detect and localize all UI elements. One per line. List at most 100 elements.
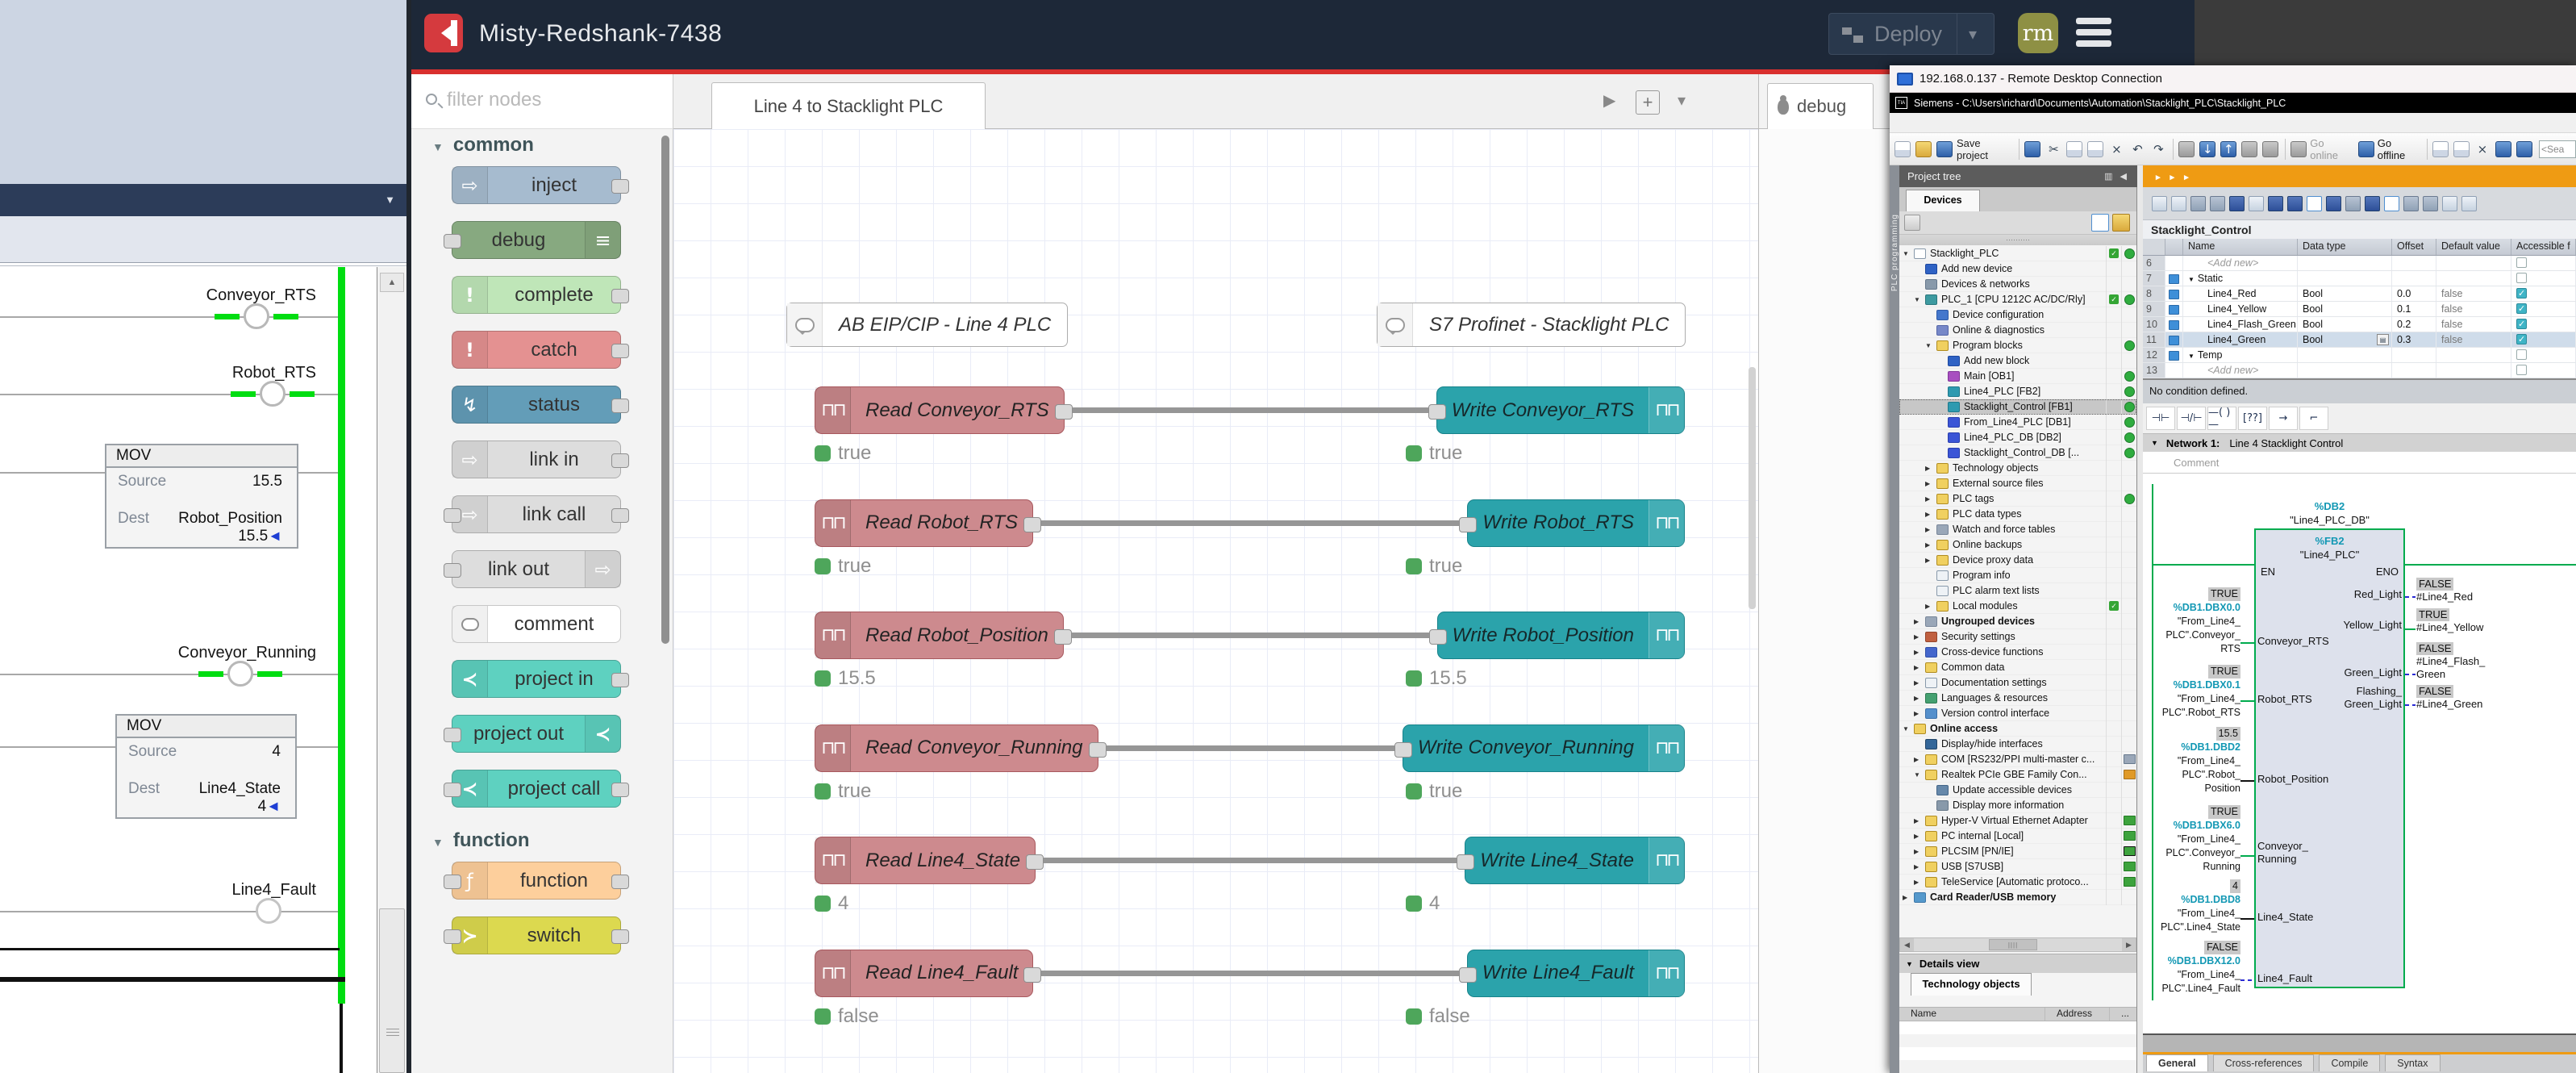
project-search-input[interactable] (2539, 140, 2576, 158)
tree-item-label[interactable]: Online access (1930, 723, 2106, 734)
tag-data-type[interactable]: ▤ (2298, 363, 2392, 378)
open-branch-icon[interactable]: → (2269, 407, 2298, 430)
tree-item-label[interactable]: Realtek PCIe GBE Family Con... (1941, 769, 2106, 780)
expander-icon[interactable]: ▶ (1914, 649, 1925, 656)
tab-technology-objects[interactable]: Technology objects (1911, 973, 2032, 996)
tag-default-value[interactable] (2436, 348, 2511, 362)
rdp-title-bar[interactable]: 192.168.0.137 - Remote Desktop Connectio… (1890, 65, 2576, 93)
update-icon[interactable] (2442, 196, 2457, 211)
tag-default-value[interactable]: false (2436, 317, 2511, 332)
search-placeholder[interactable]: filter nodes (447, 89, 541, 111)
table-row[interactable]: 11 Line4_Green Bool▤ 0.3 false (2143, 332, 2576, 348)
mov-instruction-line4-state[interactable]: MOV Source4 DestLine4_State 4◄ (115, 714, 297, 819)
expand-all-icon[interactable] (2249, 196, 2264, 211)
tree-row[interactable]: Stacklight_Control_DB [... (1899, 445, 2136, 461)
go-offline-label[interactable]: Go offline (2378, 137, 2420, 161)
user-avatar[interactable]: rm (2018, 13, 2058, 53)
read-node[interactable]: Read Conveyor_Running (815, 724, 1098, 772)
no-contact-icon[interactable]: ⊣⊢ (2146, 407, 2175, 430)
inspector-tab[interactable]: General (2146, 1054, 2208, 1071)
expander-icon[interactable]: ▶ (1925, 603, 1936, 610)
tag-accessible-checkbox[interactable] (2511, 332, 2576, 347)
tree-row[interactable]: Program info (1899, 568, 2136, 583)
palette-node[interactable]: switch (452, 916, 621, 954)
instance-db-name[interactable]: "Line4_PLC_DB" (2254, 514, 2405, 526)
chevron-down-icon[interactable]: ▼ (385, 194, 395, 206)
tree-item-label[interactable]: Watch and force tables (1953, 524, 2106, 535)
tree-item-label[interactable]: Program blocks (1953, 340, 2106, 351)
table-row[interactable]: 10 Line4_Flash_Green Bool▤ 0.2 false (2143, 317, 2576, 332)
palette-node[interactable]: link call (452, 495, 621, 533)
output-operand[interactable]: TRUE#Line4_Yellow (2416, 608, 2521, 634)
read-node[interactable]: Read Robot_Position (815, 612, 1064, 659)
tag-offset[interactable] (2392, 256, 2436, 270)
close-branch-icon[interactable]: ⌐ (2299, 407, 2328, 430)
canvas-scrollbar-thumb[interactable] (1749, 367, 1756, 609)
tree-item-label[interactable]: Device configuration (1953, 309, 2106, 320)
flow-canvas[interactable]: AB EIP/CIP - Line 4 PLC S7 Profinet - St… (673, 129, 1758, 1073)
tree-row[interactable]: Device configuration (1899, 307, 2136, 323)
copy-icon[interactable] (2066, 141, 2082, 157)
add-flow-button[interactable]: + (1636, 90, 1660, 115)
tree-row[interactable]: From_Line4_PLC [DB1] (1899, 415, 2136, 430)
tree-row[interactable]: ▶ Version control interface (1899, 706, 2136, 721)
tree-row[interactable]: ▶ Hyper-V Virtual Ethernet Adapter (1899, 813, 2136, 829)
tree-row[interactable]: ▶ Online backups (1899, 537, 2136, 553)
tag-name[interactable]: ▼Temp (2183, 348, 2298, 362)
expander-icon[interactable]: ▶ (1914, 664, 1925, 671)
expander-icon[interactable]: ▶ (1914, 618, 1925, 625)
expander-icon[interactable]: ▶ (1925, 557, 1936, 564)
tree-row[interactable]: ▶ Languages & resources (1899, 691, 2136, 706)
tree-row[interactable]: ▼ PLC_1 [CPU 1212C AC/DC/Rly] (1899, 292, 2136, 307)
expander-icon[interactable]: ▶ (1925, 541, 1936, 549)
expander-icon[interactable]: ▼ (1903, 725, 1914, 733)
snapshot-icon[interactable] (2210, 196, 2225, 211)
network-title[interactable]: Line 4 Stacklight Control (2229, 437, 2343, 449)
tree-hscrollbar[interactable]: ◀||||▶ (1899, 937, 2136, 952)
tab-devices[interactable]: Devices (1906, 190, 1980, 211)
tree-row[interactable]: ▼ Online access (1899, 721, 2136, 737)
tree-row[interactable]: ▶ Local modules (1899, 599, 2136, 614)
comment-node[interactable]: S7 Profinet - Stacklight PLC (1377, 303, 1686, 347)
tag-name[interactable]: Line4_Green (2183, 332, 2298, 347)
tree-row[interactable]: Add new block (1899, 353, 2136, 369)
tree-item-label[interactable]: USB [S7USB] (1941, 861, 2106, 872)
tag-accessible-checkbox[interactable] (2511, 363, 2576, 378)
expander-icon[interactable]: ▶ (1903, 894, 1914, 901)
tree-item-label[interactable]: PLC_1 [CPU 1212C AC/DC/Rly] (1941, 294, 2106, 305)
tag-name[interactable]: Line4_Yellow (2183, 302, 2298, 316)
ladder-scrollbar-thumb[interactable] (379, 908, 405, 1073)
input-operand[interactable]: 4%DB1.DBD8"From_Line4_ PLC".Line4_State (2144, 879, 2240, 934)
tree-row[interactable]: ▼ Stacklight_PLC (1899, 246, 2136, 261)
network-header[interactable]: ▼ Network 1: Line 4 Stacklight Control (2143, 433, 2576, 452)
input-operand[interactable]: TRUE%DB1.DBX6.0"From_Line4_ PLC".Conveyo… (2144, 805, 2240, 874)
network-comment[interactable]: Comment (2143, 452, 2576, 474)
input-pin-label[interactable]: Robot_Position (2257, 773, 2328, 786)
coil-tag-label[interactable]: Conveyor_Running (161, 644, 316, 662)
tag-accessible-checkbox[interactable] (2511, 317, 2576, 332)
tree-row[interactable]: ▶ Technology objects (1899, 461, 2136, 476)
inspector-tab[interactable]: Syntax (2385, 1054, 2440, 1071)
palette-node[interactable]: project call (452, 770, 621, 808)
tree-row[interactable]: ▼ Program blocks (1899, 338, 2136, 353)
open-project-icon[interactable] (1915, 141, 1932, 157)
tree-item-label[interactable]: COM [RS232/PPI multi-master c... (1941, 754, 2106, 765)
collapse-all-icon[interactable] (2268, 196, 2283, 211)
read-node[interactable]: Read Line4_State (815, 837, 1036, 884)
mov-instruction-robot-position[interactable]: MOV Source15.5 DestRobot_Position 15.5◄ (105, 444, 298, 549)
cut-icon[interactable]: ✂ (2045, 141, 2061, 157)
table-row[interactable]: 13 <Add new> ▤ (2143, 363, 2576, 378)
expander-icon[interactable]: ▼ (1925, 342, 1936, 349)
tree-item-label[interactable]: Program info (1953, 570, 2106, 581)
tree-row[interactable]: ▶ PC internal [Local] (1899, 829, 2136, 844)
tag-accessible-checkbox[interactable] (2511, 256, 2576, 270)
tree-row[interactable]: Update accessible devices (1899, 783, 2136, 798)
undo-icon[interactable]: ↶ (2129, 141, 2145, 157)
coil-icon[interactable]: —( )— (2207, 407, 2236, 430)
tree-row[interactable]: ▶ Documentation settings (1899, 675, 2136, 691)
tag-offset[interactable] (2392, 271, 2436, 286)
expander-icon[interactable]: ▶ (1925, 526, 1936, 533)
tree-row[interactable]: Main [OB1] (1899, 369, 2136, 384)
flow-list-caret[interactable]: ▾ (1678, 90, 1686, 111)
tag-data-type[interactable]: Bool▤ (2298, 332, 2392, 347)
